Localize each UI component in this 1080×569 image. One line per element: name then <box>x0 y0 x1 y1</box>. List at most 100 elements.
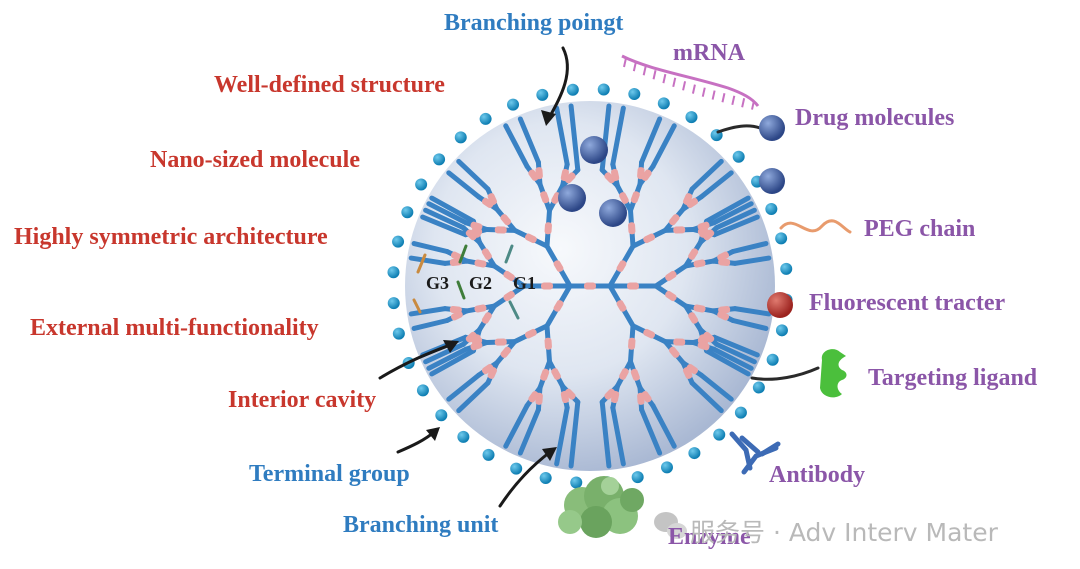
mrna-base <box>721 93 726 103</box>
branch-segment <box>456 158 491 192</box>
terminal-group-sphere <box>657 97 670 110</box>
branch-node <box>500 214 512 226</box>
mrna-strand <box>621 54 760 107</box>
terminal-group-sphere <box>752 381 765 394</box>
label-enzyme: Enzyme <box>668 524 751 550</box>
branch-segment <box>568 103 581 173</box>
label-terminal-group: Terminal group <box>249 461 410 487</box>
branch-node <box>551 368 561 380</box>
branch-segment <box>554 105 570 167</box>
branch-node <box>619 192 629 204</box>
terminal-group-sphere <box>416 384 429 397</box>
watermark-text: 服务号 · Adv Interv Mater <box>690 518 998 547</box>
branch-node <box>693 259 706 268</box>
branch-segment <box>599 399 612 469</box>
branch-node <box>560 390 570 404</box>
mrna-base <box>701 87 706 97</box>
terminal-group-sphere <box>435 409 448 422</box>
mrna-base <box>741 98 746 108</box>
label-branching-point: Branching poingt <box>444 10 624 36</box>
label-drug-molecules: Drug molecules <box>795 105 955 131</box>
branch-node <box>544 337 552 350</box>
terminal-group-sphere <box>510 462 523 475</box>
branch-node <box>610 168 620 182</box>
terminal-group-sphere <box>536 88 549 101</box>
branch-node <box>544 222 552 235</box>
drug-molecule-icon <box>759 168 785 194</box>
branch-segment <box>503 123 530 169</box>
branch-node <box>553 260 564 272</box>
terminal-group-sphere <box>765 203 778 216</box>
terminal-group-sphere <box>570 476 583 489</box>
branch-node <box>528 169 539 181</box>
terminal-group-sphere <box>392 235 405 248</box>
branch-node <box>474 259 487 268</box>
terminal-group-sphere <box>775 324 788 337</box>
branch-node <box>630 191 640 204</box>
branch-segment <box>456 380 491 414</box>
branch-node <box>524 233 537 244</box>
terminal-group-sphere <box>479 112 492 125</box>
terminal-group-sphere <box>433 153 446 166</box>
branch-node <box>604 172 616 184</box>
label-fluorescent-tracter: Fluorescent tracter <box>809 290 1006 316</box>
terminal-group-sphere <box>401 206 414 219</box>
branch-node <box>641 391 652 403</box>
fluorescent-tracer-icon <box>767 292 793 318</box>
branch-segment <box>411 317 450 331</box>
branch-segment <box>446 170 482 200</box>
branch-node <box>688 312 699 324</box>
branch-node <box>487 193 497 205</box>
branch-node <box>616 300 627 312</box>
branch-segment <box>503 403 530 449</box>
terminal-groups <box>387 83 793 489</box>
branch-node <box>553 300 564 312</box>
branch-segment <box>732 255 772 266</box>
branch-segment <box>411 241 450 255</box>
terminal-group-sphere <box>628 88 641 101</box>
branch-node <box>668 214 680 226</box>
branch-segment <box>711 346 754 371</box>
generation-dashes <box>412 244 520 320</box>
branch-segment <box>517 116 541 165</box>
terminal-group-sphere <box>392 327 405 340</box>
label-targeting-ligand: Targeting ligand <box>868 365 1038 391</box>
mrna-base <box>632 61 637 72</box>
mrna-base <box>623 57 627 68</box>
label-highly-symmetric-architecture: Highly symmetric architecture <box>14 224 328 250</box>
branch-node <box>470 335 483 345</box>
branch-segment <box>698 170 734 200</box>
branch-node <box>665 270 677 282</box>
label-generation-g3: G3 <box>426 273 450 293</box>
branch-segment <box>420 214 469 238</box>
branch-node <box>697 227 710 237</box>
terminal-group-sphere <box>766 353 779 366</box>
terminal-group-sphere <box>780 262 793 275</box>
branch-segment <box>689 158 724 192</box>
branch-node <box>524 328 537 339</box>
branch-segment <box>426 201 469 226</box>
drug-molecule-icon <box>759 115 785 141</box>
branch-segment <box>429 195 476 224</box>
branch-segment <box>711 201 754 226</box>
terminal-group-sphere <box>685 111 698 124</box>
branch-segment <box>423 341 466 365</box>
label-peg-chain: PEG chain <box>864 216 976 242</box>
branch-node <box>668 346 680 358</box>
branch-node <box>500 346 512 358</box>
mrna-base <box>652 70 657 80</box>
branch-node <box>673 226 686 234</box>
terminal-group-sphere <box>539 471 552 484</box>
arrow-heads <box>426 110 557 461</box>
mrna-base <box>672 77 677 88</box>
branch-node <box>503 290 515 302</box>
branch-node <box>528 391 539 403</box>
branch-node <box>697 341 710 351</box>
branch-segment <box>408 255 448 266</box>
branch-node <box>686 364 699 375</box>
branch-node <box>673 338 686 346</box>
branch-segment <box>446 372 482 402</box>
branch-segment <box>650 123 677 169</box>
terminal-group-sphere <box>457 430 470 443</box>
branch-segment <box>610 105 626 167</box>
